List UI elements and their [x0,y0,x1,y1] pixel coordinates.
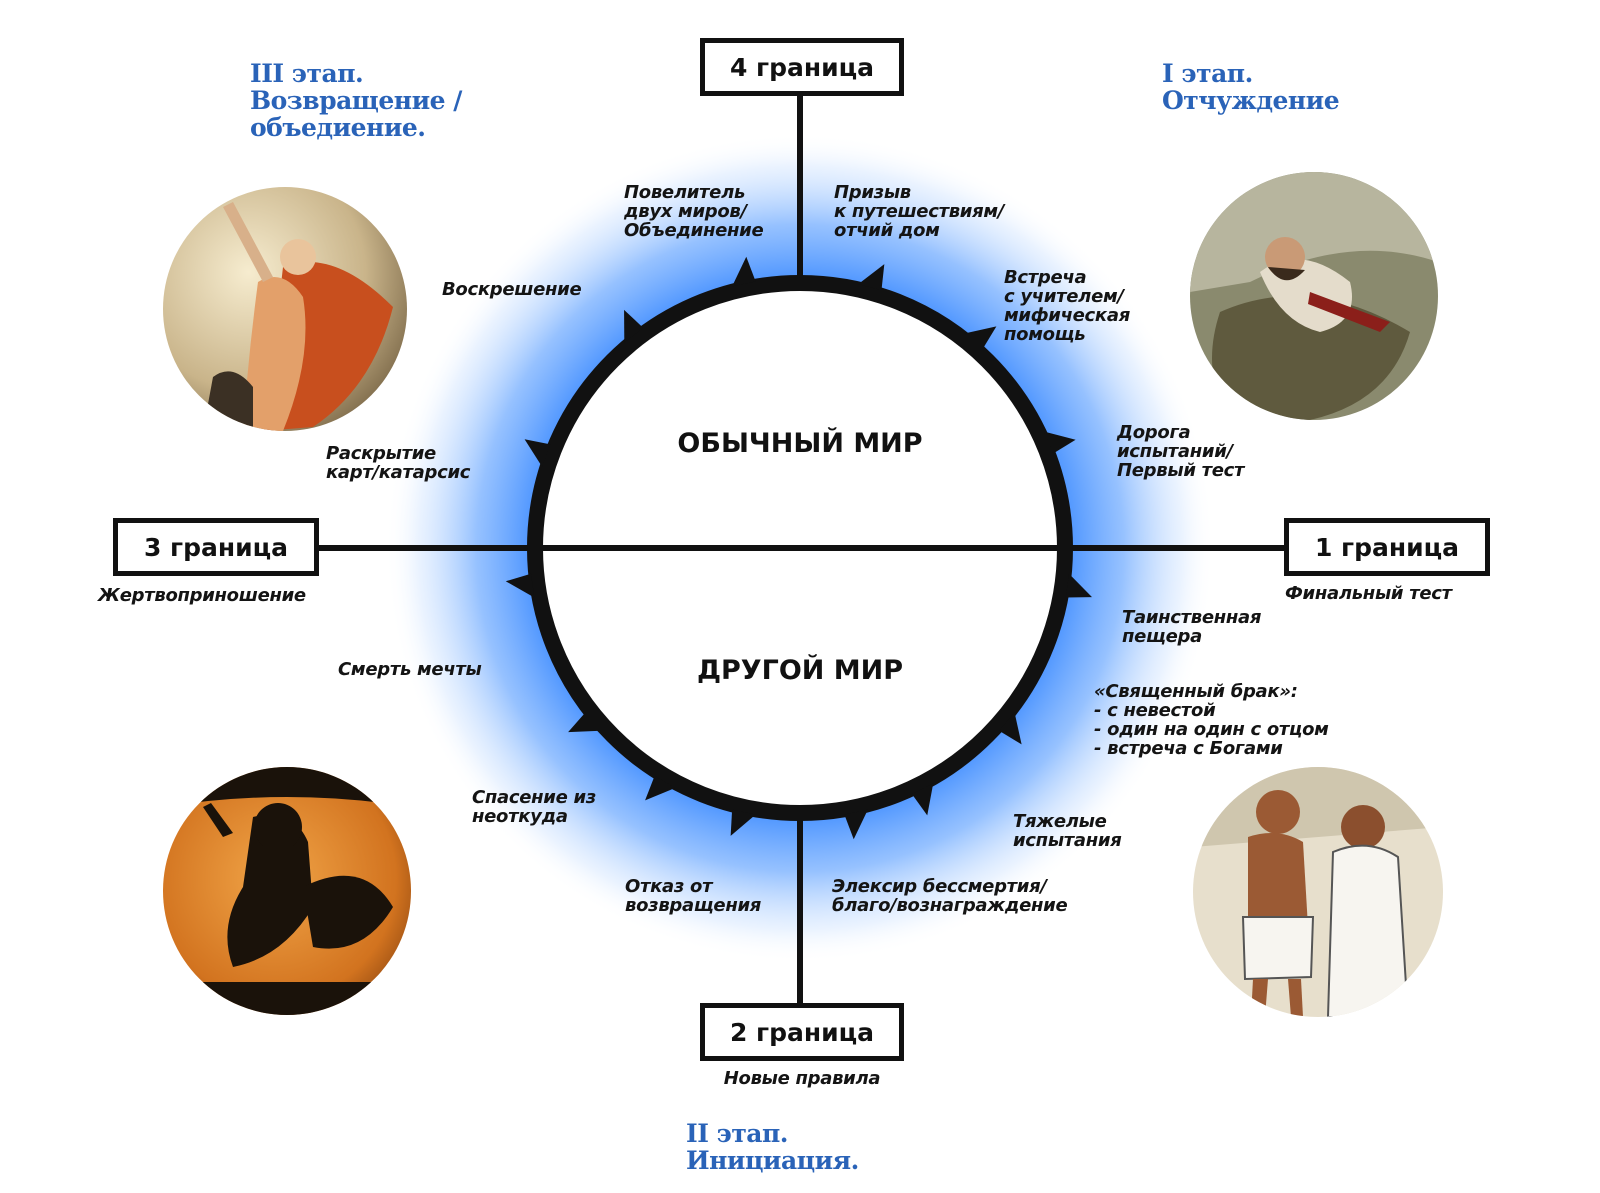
step-call: Призыв к путешествиям/ отчий дом [834,182,1005,241]
step-cave: Таинственная пещера [1122,607,1262,647]
step-tick-8 [730,809,756,836]
ordinary-world-label: ОБЫЧНЫЙ МИР [677,428,923,459]
greek-vase-painting-image [163,767,411,1015]
step-tick-7 [844,809,868,840]
step-tick-11 [505,573,535,598]
step-death: Смерть мечты [338,659,482,680]
step-tick-3 [1043,431,1076,454]
other-world-label: ДРУГОЙ МИР [696,655,904,686]
step-tick-6 [911,783,934,816]
sleeping-hero-painting-image [1190,172,1438,420]
step-tick-10 [568,712,601,733]
step-road: Дорога испытаний/ Первый тест [1117,422,1245,481]
step-tick-2 [964,326,997,349]
step-mentor: Встреча с учителем/ мифическая помощь [1004,267,1130,345]
border-2-box: 2 граница [700,1003,904,1061]
step-tick-9 [645,775,676,801]
border-3-caption: Жертвоприношение [98,585,306,606]
step-marriage: «Священный брак»: - с невестой - один на… [1094,681,1329,759]
step-ticks [505,256,1093,840]
step-rescue: Спасение из неоткуда [472,787,596,827]
step-tick-1 [858,264,885,291]
border-3-box: 3 граница [113,518,319,576]
border-1-box: 1 граница [1284,518,1490,576]
step-tick-14 [732,256,756,287]
step-tick-13 [624,309,644,343]
border-4-box: 4 граница [700,38,904,96]
greek-teacher-painting-image [1193,767,1443,1017]
step-trials: Тяжелые испытания [1013,811,1122,851]
step-tick-5 [999,712,1022,745]
step-tick-12 [524,439,551,467]
prometheus-painting-image [163,187,407,431]
step-catharsis: Раскрытие карт/катарсис [326,443,471,483]
stage-2-title: II этап. Инициация. [686,1119,859,1175]
border-2-caption: Новые правила [723,1068,881,1089]
step-resurrection: Воскрешение [442,279,582,300]
step-master: Повелитель двух миров/ Объединение [624,182,764,241]
stage-1-title: I этап. Отчуждение [1162,59,1340,115]
step-elixir: Элексир бессмертия/ благо/вознаграждение [832,876,1068,916]
step-tick-4 [1065,573,1093,598]
stage-3-title: III этап. Возвращение / объедиение. [250,59,462,142]
step-refusal: Отказ от возвращения [625,876,762,916]
border-1-caption: Финальный тест [1285,583,1452,604]
